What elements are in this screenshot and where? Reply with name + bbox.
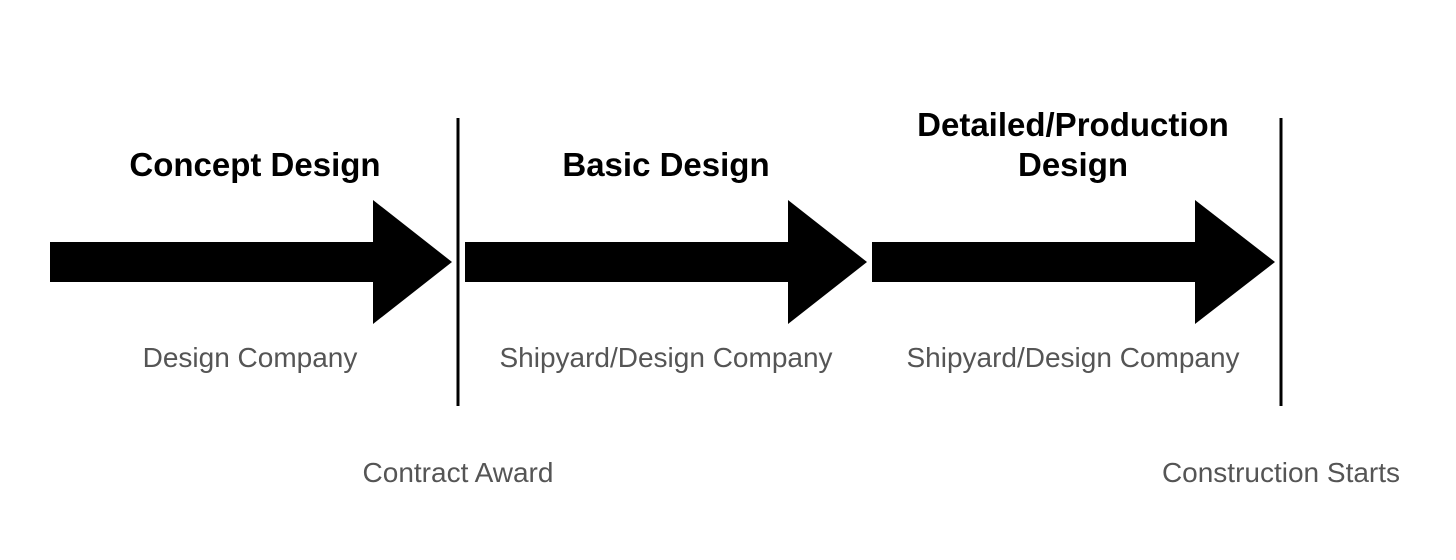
phase-title-concept: Concept Design bbox=[129, 146, 381, 183]
phase-arrow-concept bbox=[50, 200, 452, 324]
milestone-label-contract-award: Contract Award bbox=[362, 457, 554, 488]
milestone-label-construction-starts: Construction Starts bbox=[1161, 457, 1401, 488]
phase-owner-basic: Shipyard/Design Company bbox=[499, 342, 833, 373]
phase-owner-detailed: Shipyard/Design Company bbox=[906, 342, 1240, 373]
phase-arrow-basic bbox=[465, 200, 867, 324]
phase-owner-concept: Design Company bbox=[142, 342, 358, 373]
phase-title-basic: Basic Design bbox=[562, 146, 770, 183]
phase-title-detailed: Detailed/Production Design bbox=[917, 106, 1229, 183]
phase-arrow-detailed bbox=[872, 200, 1275, 324]
